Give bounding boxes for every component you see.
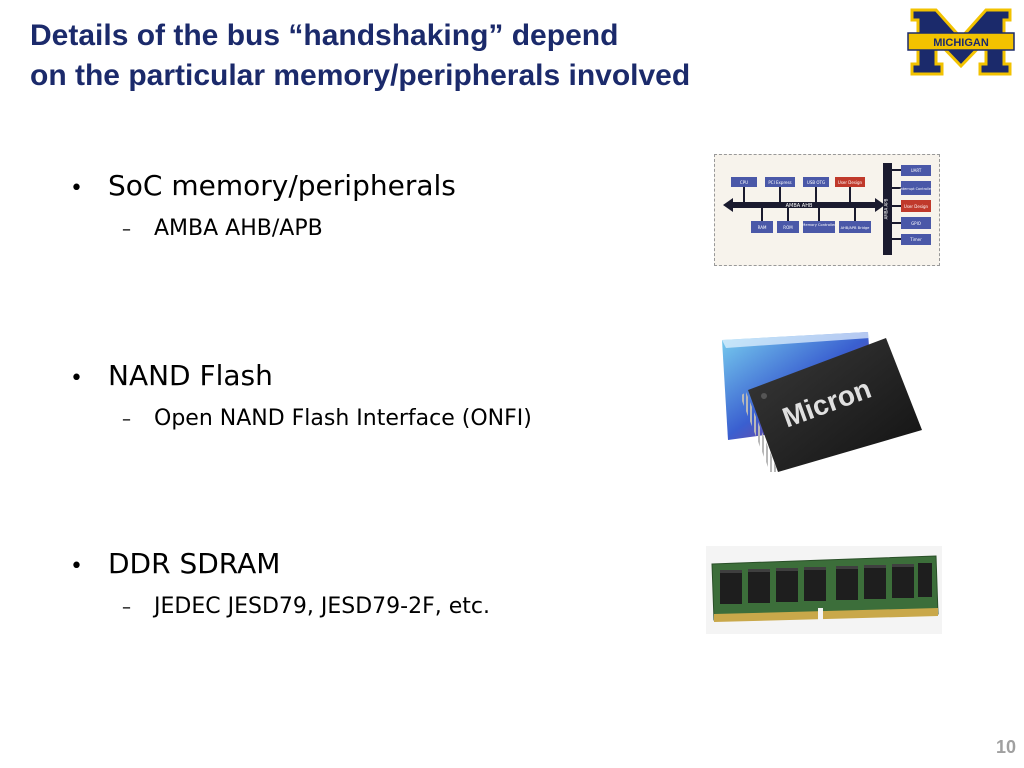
amba-right-block: Interrupt Controller: [892, 181, 933, 195]
amba-right-block: User Design: [892, 200, 931, 212]
amba-bottom-block: Memory Controller: [802, 208, 836, 233]
svg-text:Timer: Timer: [909, 237, 922, 242]
svg-text:RAM: RAM: [758, 225, 767, 230]
slide-title-line-2: on the particular memory/peripherals inv…: [30, 59, 691, 92]
svg-text:AHB/APB Bridge: AHB/APB Bridge: [841, 226, 871, 230]
slide-title: Details of the bus “handshaking” depend …: [30, 16, 890, 96]
svg-text:User Design: User Design: [838, 180, 863, 185]
page-number: 10: [995, 737, 1016, 757]
svg-text:UART: UART: [911, 168, 922, 173]
michigan-logo: MICHIGAN: [907, 8, 1015, 76]
amba-right-block: Timer: [892, 234, 931, 245]
bullet-main-text: DDR SDRAM: [108, 547, 281, 580]
bullet-sub-text: Open NAND Flash Interface (ONFI): [154, 406, 532, 431]
amba-top-block: USB OTG: [803, 177, 829, 202]
bullet-item: • SoC memory/peripherals – AMBA AHB/APB: [70, 166, 670, 246]
amba-diagram-image: AMBA AHB AMBA APB CPU PCI Express USB OT…: [714, 154, 940, 266]
svg-text:Interrupt Controller: Interrupt Controller: [900, 187, 933, 191]
svg-text:Memory Controller: Memory Controller: [802, 223, 836, 227]
slide-title-line-1: Details of the bus “handshaking” depend: [30, 19, 619, 52]
ddr-sdram-module-image: [706, 546, 942, 634]
bullet-main-text: NAND Flash: [108, 359, 273, 392]
sub-bullet-dash: –: [122, 597, 131, 618]
bullet-main-text: SoC memory/peripherals: [108, 169, 456, 202]
amba-top-block: CPU: [731, 177, 757, 202]
amba-right-block: UART: [892, 165, 931, 176]
svg-text:ROM: ROM: [783, 225, 793, 230]
amba-apb-label: AMBA APB: [884, 198, 889, 219]
bullet-dot: •: [70, 176, 83, 201]
logo-text: MICHIGAN: [933, 37, 989, 49]
bullet-item: • DDR SDRAM – JEDEC JESD79, JESD79-2F, e…: [70, 544, 670, 624]
amba-right-block: GPIO: [892, 217, 931, 229]
amba-top-block: PCI Express: [765, 177, 795, 202]
amba-top-block: User Design: [835, 177, 865, 202]
amba-bus-label: AMBA AHB: [786, 203, 813, 209]
amba-bottom-block: RAM: [751, 208, 773, 233]
amba-bottom-block: ROM: [777, 208, 799, 233]
bullet-dot: •: [70, 554, 83, 579]
bullet-sub-text: JEDEC JESD79, JESD79-2F, etc.: [154, 594, 490, 619]
svg-text:USB OTG: USB OTG: [807, 180, 825, 185]
bullet-sub-text: AMBA AHB/APB: [154, 216, 323, 241]
svg-text:GPIO: GPIO: [911, 221, 921, 226]
bullet-dot: •: [70, 366, 83, 391]
svg-text:PCI Express: PCI Express: [768, 180, 791, 185]
sub-bullet-dash: –: [122, 409, 131, 430]
bullet-item: • NAND Flash – Open NAND Flash Interface…: [70, 356, 670, 436]
nand-flash-chip-image: Micron: [718, 330, 924, 472]
svg-text:User Design: User Design: [904, 204, 929, 209]
sub-bullet-dash: –: [122, 219, 131, 240]
amba-bottom-block: AHB/APB Bridge: [839, 208, 871, 233]
svg-text:CPU: CPU: [740, 180, 748, 185]
